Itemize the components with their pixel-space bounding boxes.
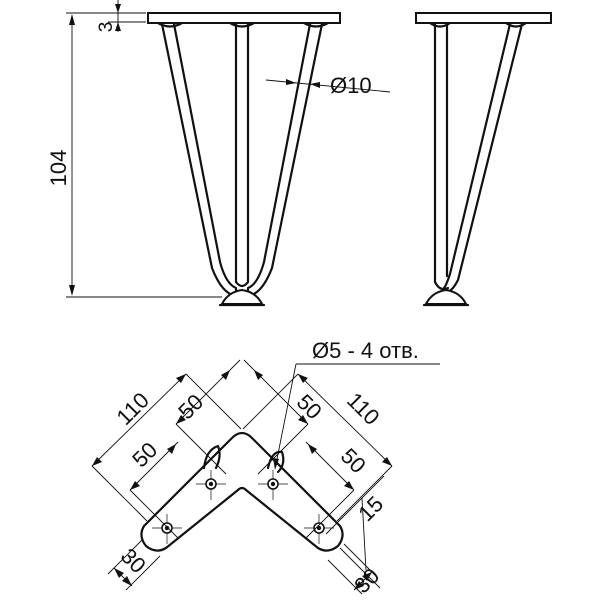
dimension-right-width: 30 <box>327 543 384 598</box>
weld-right <box>266 450 285 474</box>
front-weld-right <box>302 21 330 28</box>
side-rod-diagonal <box>442 22 524 296</box>
side-weld-right <box>504 21 528 28</box>
side-weld-left <box>428 21 452 28</box>
dim-right-width-label: 30 <box>349 563 384 598</box>
dim-left-overall-label: 110 <box>111 387 153 429</box>
front-rod-middle <box>234 22 250 284</box>
dimension-right-hole: 15 <box>325 475 388 589</box>
dim-rod-label: Ø10 <box>330 73 372 98</box>
dimension-height: 104 <box>46 12 222 298</box>
front-rod-joint <box>234 280 250 288</box>
dim-left-outer-label: 50 <box>173 389 208 424</box>
dimension-left-inner: 50 <box>127 437 179 539</box>
dim-right-outer-label: 50 <box>292 389 327 424</box>
hole-note-label: Ø5 - 4 отв. <box>312 338 419 363</box>
dim-height-label: 104 <box>46 150 71 187</box>
hole-1 <box>196 470 226 500</box>
front-weld-middle <box>228 21 256 28</box>
dimension-rod: Ø10 <box>265 73 391 98</box>
side-rod-vertical <box>433 22 449 284</box>
front-rod-left <box>160 22 238 298</box>
dim-right-hole-label: 15 <box>353 491 388 526</box>
side-mounting-plate <box>415 12 552 24</box>
dimension-plate: 3 <box>96 0 146 32</box>
hole-2 <box>258 470 288 500</box>
front-weld-left <box>156 21 184 28</box>
weld-left <box>202 444 221 470</box>
dim-plate-label: 3 <box>96 22 117 33</box>
front-foot-glide <box>220 288 264 305</box>
hole-3 <box>152 514 182 544</box>
front-mounting-plate <box>147 12 341 24</box>
hole-note: Ø5 - 4 отв. <box>273 338 440 470</box>
l-plate-outline <box>140 431 344 552</box>
side-foot-glide <box>424 288 468 305</box>
front-view <box>147 12 341 307</box>
plan-view <box>140 431 344 552</box>
hole-4 <box>304 514 334 544</box>
dim-right-inner-label: 50 <box>336 443 371 478</box>
side-view <box>415 12 552 307</box>
dim-left-inner-label: 50 <box>127 437 162 472</box>
side-rod-joint <box>433 280 450 291</box>
dimension-left-width: 30 <box>107 539 161 591</box>
front-rod-right <box>246 22 324 298</box>
